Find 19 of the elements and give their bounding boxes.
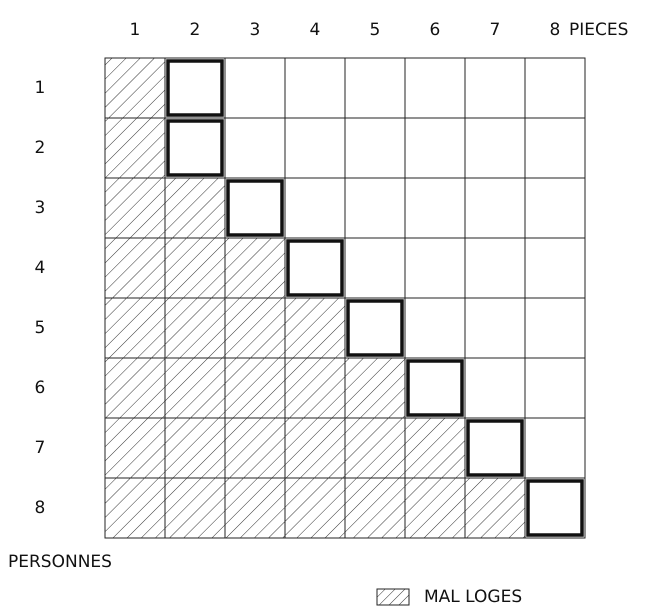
- column-number: 2: [190, 20, 200, 40]
- column-number: 7: [490, 20, 500, 40]
- row-number: 8: [34, 498, 46, 518]
- legend-text: MAL LOGES: [424, 587, 522, 607]
- row-number: 3: [34, 198, 46, 218]
- column-number: 6: [430, 20, 440, 40]
- row-number: 1: [34, 78, 46, 98]
- column-number: 1: [130, 20, 140, 40]
- column-number: 5: [370, 20, 380, 40]
- row-number: 6: [34, 378, 46, 398]
- row-number: 7: [34, 438, 46, 458]
- row-number: 2: [34, 138, 46, 158]
- column-number: 4: [310, 20, 320, 40]
- column-number: 3: [250, 20, 260, 40]
- row-number: 5: [34, 318, 46, 338]
- column-number: 8: [550, 20, 560, 40]
- axis-label: PIECES: [569, 20, 628, 40]
- row-number: 4: [34, 258, 46, 278]
- axis-label: PERSONNES: [8, 552, 112, 572]
